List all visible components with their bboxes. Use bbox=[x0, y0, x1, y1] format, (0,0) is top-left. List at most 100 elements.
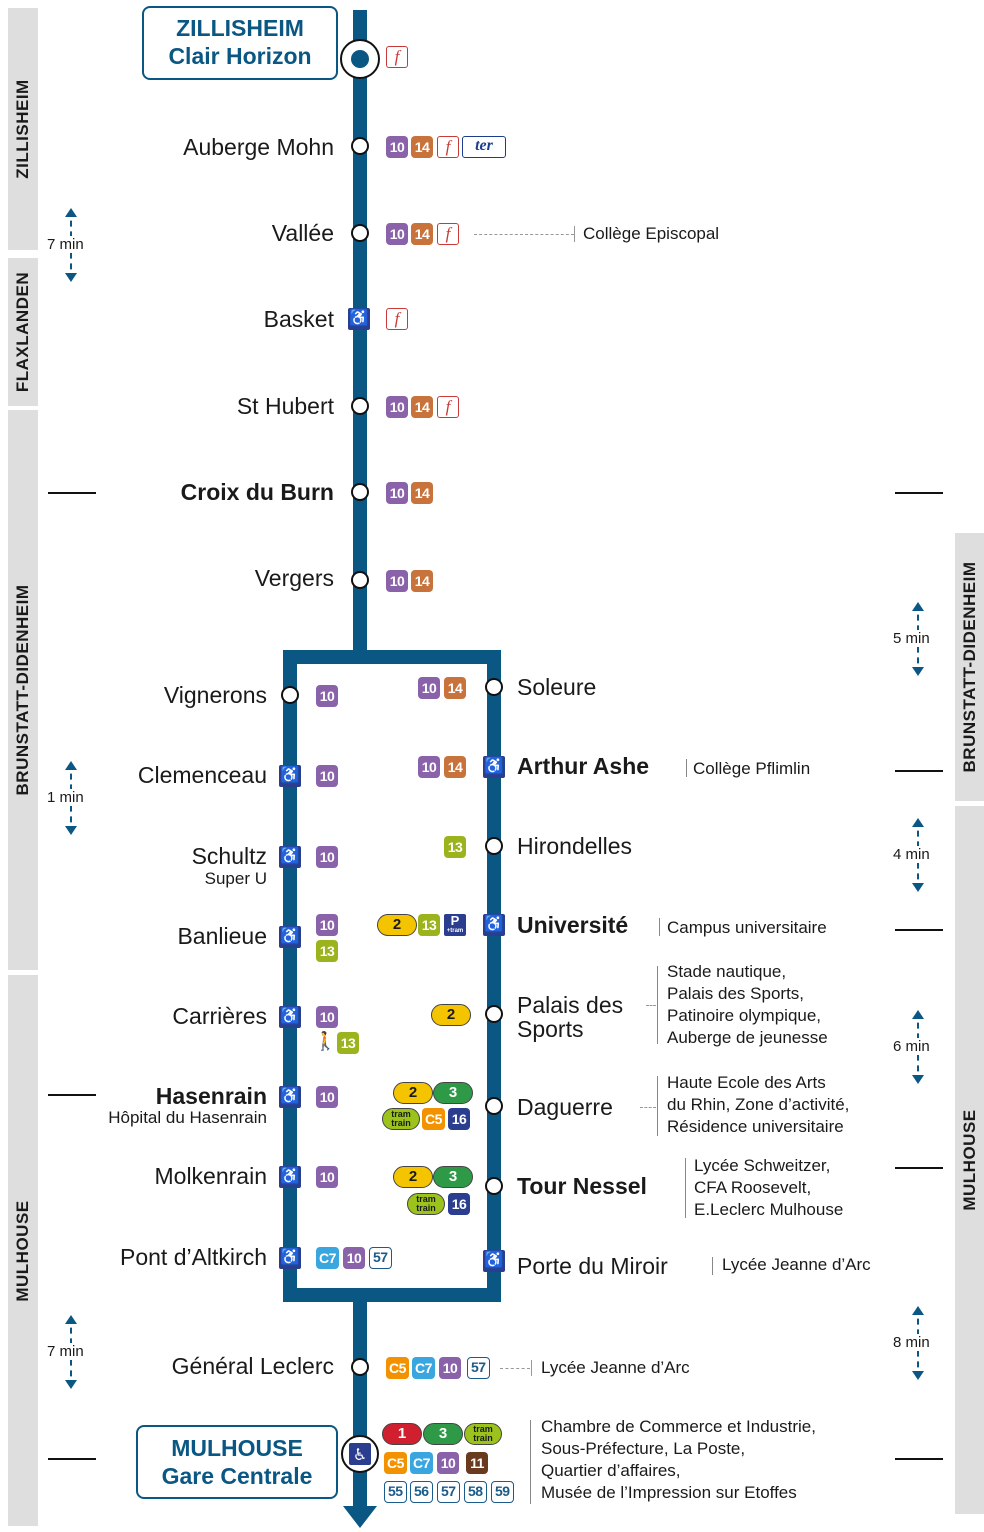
stop-palais-des-sports-line2[interactable]: Sports bbox=[517, 1016, 584, 1042]
terminus-end-stop-icon: ♿ bbox=[341, 1435, 379, 1473]
line-c5-badge: C5 bbox=[386, 1357, 409, 1379]
stop-vignerons[interactable]: Vignerons bbox=[163, 682, 267, 708]
poi-line: Patinoire olympique, bbox=[667, 1006, 822, 1025]
stop-universite[interactable]: Université bbox=[517, 912, 629, 938]
stop-basket[interactable]: Basket bbox=[263, 306, 334, 332]
stop-molkenrain[interactable]: Molkenrain bbox=[154, 1163, 268, 1189]
stop-banlieue[interactable]: Banlieue bbox=[177, 923, 267, 949]
zone-separator bbox=[895, 1458, 943, 1460]
connector-tick bbox=[531, 1360, 532, 1376]
line-14-badge: 14 bbox=[411, 570, 433, 592]
svg-text:♿: ♿ bbox=[353, 1445, 367, 1464]
line-16-badge: 16 bbox=[448, 1193, 470, 1215]
stop-croix-du-burn[interactable]: Croix du Burn bbox=[180, 479, 334, 505]
stop-arthur-ashe[interactable]: Arthur Ashe bbox=[517, 753, 650, 779]
wheelchair-icon: ♿ bbox=[279, 1247, 301, 1269]
stop-carrieres[interactable]: Carrières bbox=[172, 1003, 267, 1029]
line-10-badge: 10 bbox=[386, 396, 408, 418]
stop-clemenceau[interactable]: Clemenceau bbox=[137, 762, 267, 788]
stop-hirondelles[interactable]: Hirondelles bbox=[517, 833, 633, 859]
stop-daguerre[interactable]: Daguerre bbox=[517, 1094, 613, 1120]
terminus-stop: Gare Centrale bbox=[161, 1463, 313, 1489]
stop-vergers[interactable]: Vergers bbox=[254, 565, 334, 591]
line-start-cap bbox=[353, 10, 367, 24]
terminus-start[interactable]: ZILLISHEIM Clair Horizon bbox=[142, 6, 338, 80]
poi-line: Musée de l’Impression sur Etoffes bbox=[541, 1483, 797, 1502]
tram-2-badge: 2 bbox=[377, 914, 417, 936]
line-57-badge: 57 bbox=[437, 1481, 460, 1503]
flexo-icon: f bbox=[437, 136, 459, 158]
line-10-badge: 10 bbox=[316, 1006, 338, 1028]
duration-label: 7 min bbox=[47, 236, 84, 253]
poi-line: Résidence universitaire bbox=[667, 1117, 844, 1136]
wheelchair-icon: ♿ bbox=[279, 1006, 301, 1028]
stop-porte-du-miroir[interactable]: Porte du Miroir bbox=[517, 1253, 668, 1279]
zone-mulhouse-left: MULHOUSE bbox=[8, 975, 38, 1526]
terminus-start-stop-icon bbox=[340, 39, 380, 79]
flexo-icon: f bbox=[386, 308, 408, 330]
connector-bar bbox=[530, 1420, 531, 1504]
wheelchair-icon: ♿ bbox=[483, 756, 505, 778]
line-c5-badge: C5 bbox=[422, 1108, 445, 1130]
stop-marker bbox=[351, 397, 369, 415]
poi-line: Chambre de Commerce et Industrie, bbox=[541, 1417, 816, 1436]
stop-marker bbox=[485, 837, 503, 855]
route-loop-top bbox=[283, 650, 501, 664]
stop-auberge-mohn[interactable]: Auberge Mohn bbox=[183, 134, 334, 160]
line-c7-badge: C7 bbox=[412, 1357, 435, 1379]
stop-vallee[interactable]: Vallée bbox=[271, 220, 334, 246]
poi-line: Lycée Schweitzer, bbox=[694, 1156, 831, 1175]
flexo-icon: f bbox=[437, 223, 459, 245]
poi-college-pflimlin: Collège Pflimlin bbox=[693, 759, 811, 778]
stop-schultz-subtitle: Super U bbox=[204, 869, 267, 888]
poi-lycee-jeanne-arc: Lycée Jeanne d’Arc bbox=[722, 1255, 871, 1274]
duration-label: 7 min bbox=[47, 1343, 84, 1360]
poi-line: CFA Roosevelt, bbox=[694, 1178, 812, 1197]
line-14-badge: 14 bbox=[411, 396, 433, 418]
flexo-icon: f bbox=[437, 396, 459, 418]
zone-mulhouse-right: MULHOUSE bbox=[955, 806, 984, 1514]
wheelchair-icon: ♿ bbox=[348, 308, 370, 330]
terminus-end[interactable]: MULHOUSE Gare Centrale bbox=[136, 1425, 338, 1499]
line-10-badge: 10 bbox=[343, 1247, 365, 1269]
stop-marker bbox=[351, 571, 369, 589]
zone-separator bbox=[895, 492, 943, 494]
poi-line: Quartier d’affaires, bbox=[541, 1461, 681, 1480]
zone-separator bbox=[895, 1167, 943, 1169]
line-10-badge: 10 bbox=[316, 846, 338, 868]
poi-campus: Campus universitaire bbox=[667, 918, 827, 937]
stop-soleure[interactable]: Soleure bbox=[517, 674, 597, 700]
stop-general-leclerc[interactable]: Général Leclerc bbox=[171, 1353, 334, 1379]
line-10-badge: 10 bbox=[437, 1452, 459, 1474]
wheelchair-icon: ♿ bbox=[483, 1250, 505, 1272]
stop-pont-altkirch[interactable]: Pont d’Altkirch bbox=[119, 1244, 267, 1270]
line-10-badge: 10 bbox=[316, 1086, 338, 1108]
tram-3-badge: 3 bbox=[433, 1166, 473, 1188]
stop-tour-nessel[interactable]: Tour Nessel bbox=[517, 1173, 647, 1199]
stop-marker bbox=[351, 1358, 369, 1376]
line-13-badge: 13 bbox=[337, 1032, 359, 1054]
poi-line: E.Leclerc Mulhouse bbox=[694, 1200, 844, 1219]
line-10-badge: 10 bbox=[418, 756, 440, 778]
stop-st-hubert[interactable]: St Hubert bbox=[236, 393, 334, 419]
stop-schultz[interactable]: Schultz bbox=[191, 843, 267, 869]
line-11-badge: 11 bbox=[466, 1452, 488, 1474]
tram-3-badge: 3 bbox=[433, 1082, 473, 1104]
terminus-city: MULHOUSE bbox=[171, 1435, 303, 1461]
route-loop-left bbox=[283, 650, 297, 1302]
stop-palais-des-sports[interactable]: Palais des bbox=[517, 992, 624, 1018]
zone-label: MULHOUSE bbox=[13, 1199, 32, 1302]
route-line-top bbox=[353, 20, 367, 652]
line-14-badge: 14 bbox=[411, 482, 433, 504]
stop-hasenrain[interactable]: Hasenrain bbox=[155, 1083, 267, 1109]
line-10-badge: 10 bbox=[386, 136, 408, 158]
line-10-badge: 10 bbox=[439, 1357, 461, 1379]
connector-dash bbox=[500, 1368, 530, 1369]
connector-bar bbox=[659, 918, 660, 936]
zone-separator bbox=[48, 492, 96, 494]
stop-marker bbox=[351, 137, 369, 155]
poi-line: Stade nautique, bbox=[667, 962, 787, 981]
zone-label: MULHOUSE bbox=[960, 1109, 979, 1211]
